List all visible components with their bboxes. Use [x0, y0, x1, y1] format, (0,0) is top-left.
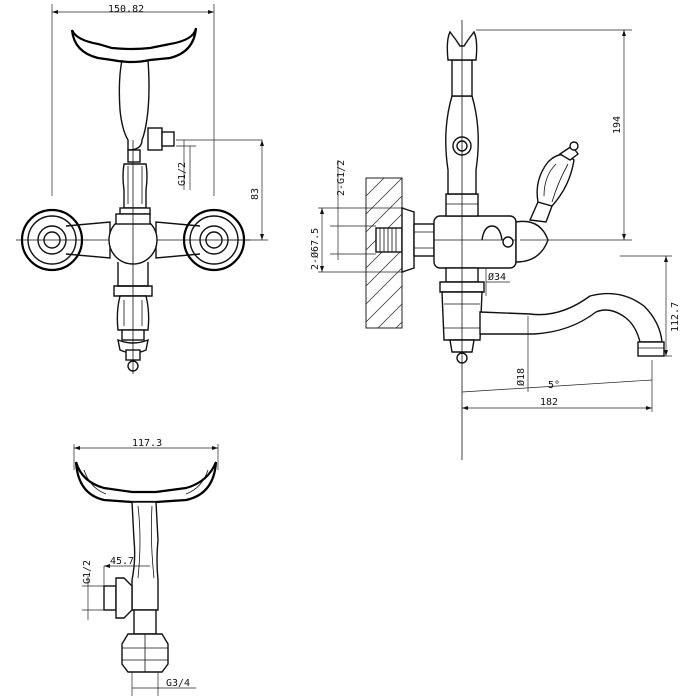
holder-width-label: 117.3: [132, 438, 162, 449]
holder-view: 117.3 G1/2 45.7 G3/4: [73, 438, 219, 696]
side-spout-angle-label: 5°: [548, 380, 560, 391]
holder-depth-label: 45.7: [110, 556, 134, 567]
side-flange-label: 2-Ø67.5: [309, 228, 321, 270]
holder-inlet-label: G1/2: [82, 560, 93, 584]
side-total-height-label: 194: [612, 116, 623, 134]
holder-outlet-label: G3/4: [166, 678, 190, 689]
side-inlet-label: 2-G1/2: [336, 160, 347, 196]
side-view: 2-G1/2 2-Ø67.5: [309, 20, 681, 460]
front-inlet-label: G1/2: [177, 162, 188, 186]
side-spout-tip-label: Ø18: [515, 368, 527, 386]
front-height-label: 83: [250, 188, 261, 200]
side-spout-height-label: 112.7: [670, 302, 681, 332]
side-reach-label: 182: [540, 397, 558, 408]
front-width-label: 150.82: [108, 4, 144, 15]
side-body-label: Ø34: [488, 271, 506, 283]
front-view: 150.82 G1/2 83: [16, 4, 268, 374]
